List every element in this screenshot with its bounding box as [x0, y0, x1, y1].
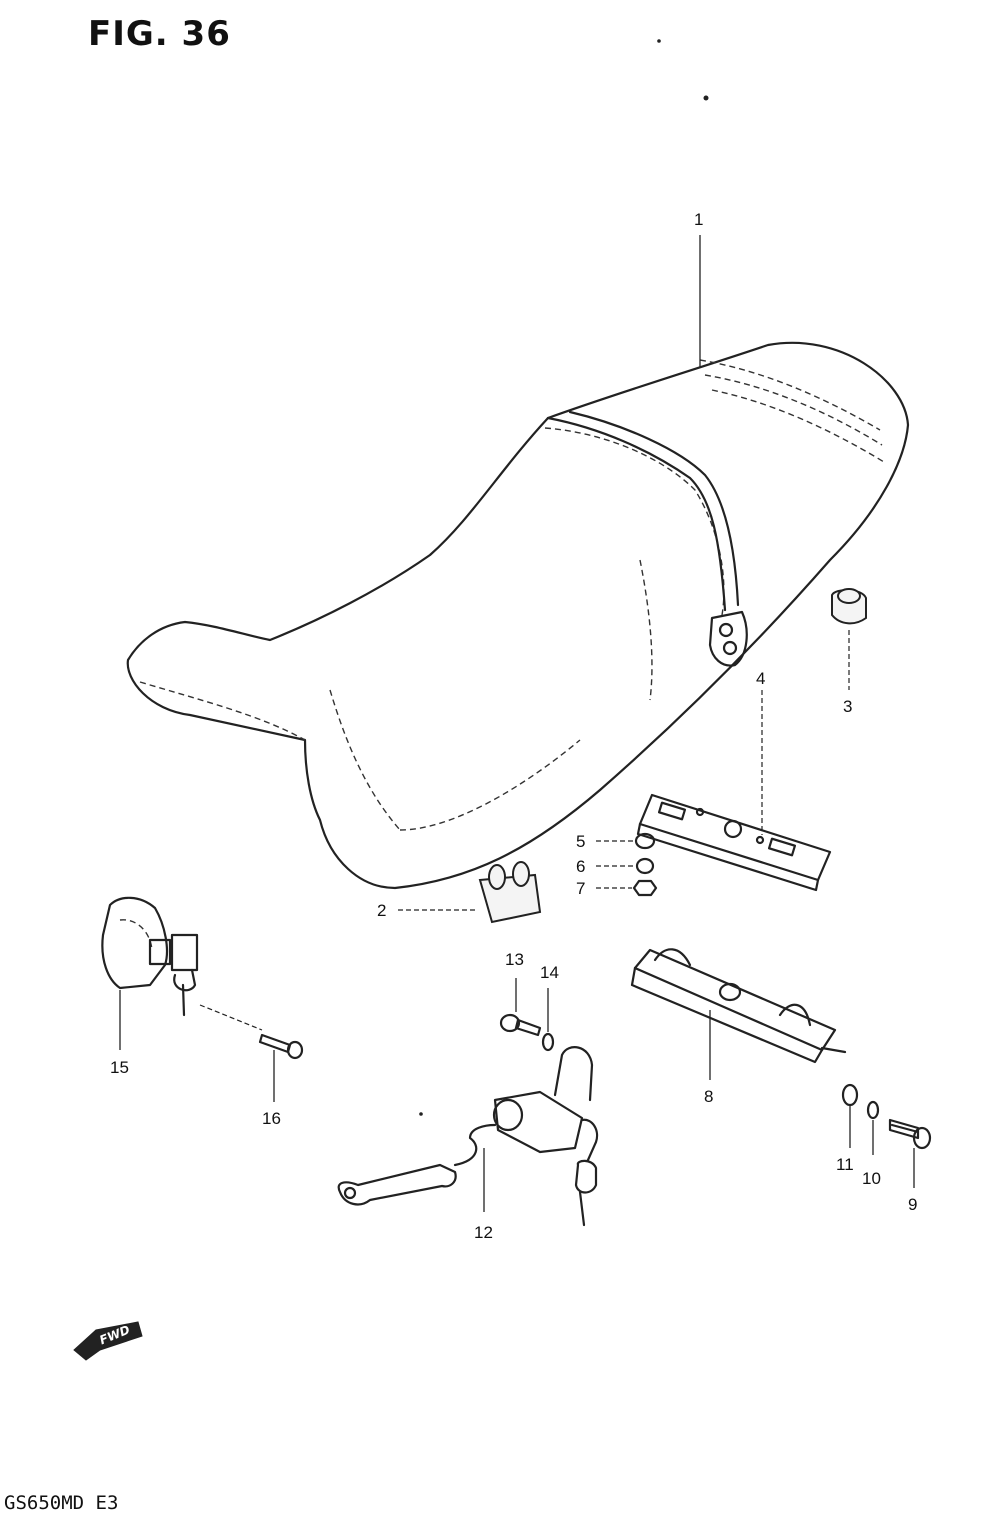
callout-8: 8	[704, 1087, 713, 1106]
callout-9: 9	[908, 1195, 917, 1214]
lock-washer-10-drawing	[866, 1100, 880, 1120]
callout-6: 6	[576, 857, 585, 876]
callout-11: 11	[836, 1155, 854, 1174]
lock-washer-6-drawing	[635, 857, 655, 875]
cushion-rear-drawing	[831, 588, 867, 625]
callout-5: 5	[576, 832, 585, 851]
nut-7-drawing	[632, 879, 658, 897]
callout-4: 4	[756, 669, 765, 688]
callout-7: 7	[576, 879, 585, 898]
seat-hinge-drawing	[630, 948, 847, 1064]
seat-drawing	[126, 341, 910, 890]
lock-washer-14-drawing	[541, 1032, 555, 1052]
speck	[419, 1112, 423, 1116]
callout-12: 12	[474, 1223, 493, 1242]
forward-arrow-icon	[73, 1321, 143, 1361]
bolt-9-drawing	[888, 1118, 932, 1150]
callout-15: 15	[110, 1058, 129, 1077]
callout-10: 10	[862, 1169, 881, 1188]
washer-11-drawing	[841, 1083, 859, 1107]
seat-lock-drawing	[337, 1046, 599, 1227]
model-code: GS650MD E3	[4, 1492, 119, 1514]
bolt-16-drawing	[258, 1033, 304, 1060]
cushion-bottom-drawing	[478, 861, 542, 924]
callout-2: 2	[377, 901, 386, 920]
speck	[657, 39, 661, 43]
washer-5-drawing	[634, 832, 656, 850]
leader-15-16-axis	[199, 1004, 263, 1031]
helmet-lock-drawing	[101, 896, 199, 1017]
callout-13: 13	[505, 950, 524, 969]
callout-16: 16	[262, 1109, 281, 1128]
speck	[703, 95, 709, 101]
figure-title: FIG. 36	[88, 14, 231, 54]
callout-1: 1	[694, 210, 703, 229]
bolt-13-drawing	[499, 1013, 542, 1037]
hinge-plate-drawing	[636, 793, 832, 892]
callout-14: 14	[540, 963, 559, 982]
callout-3: 3	[843, 697, 852, 716]
